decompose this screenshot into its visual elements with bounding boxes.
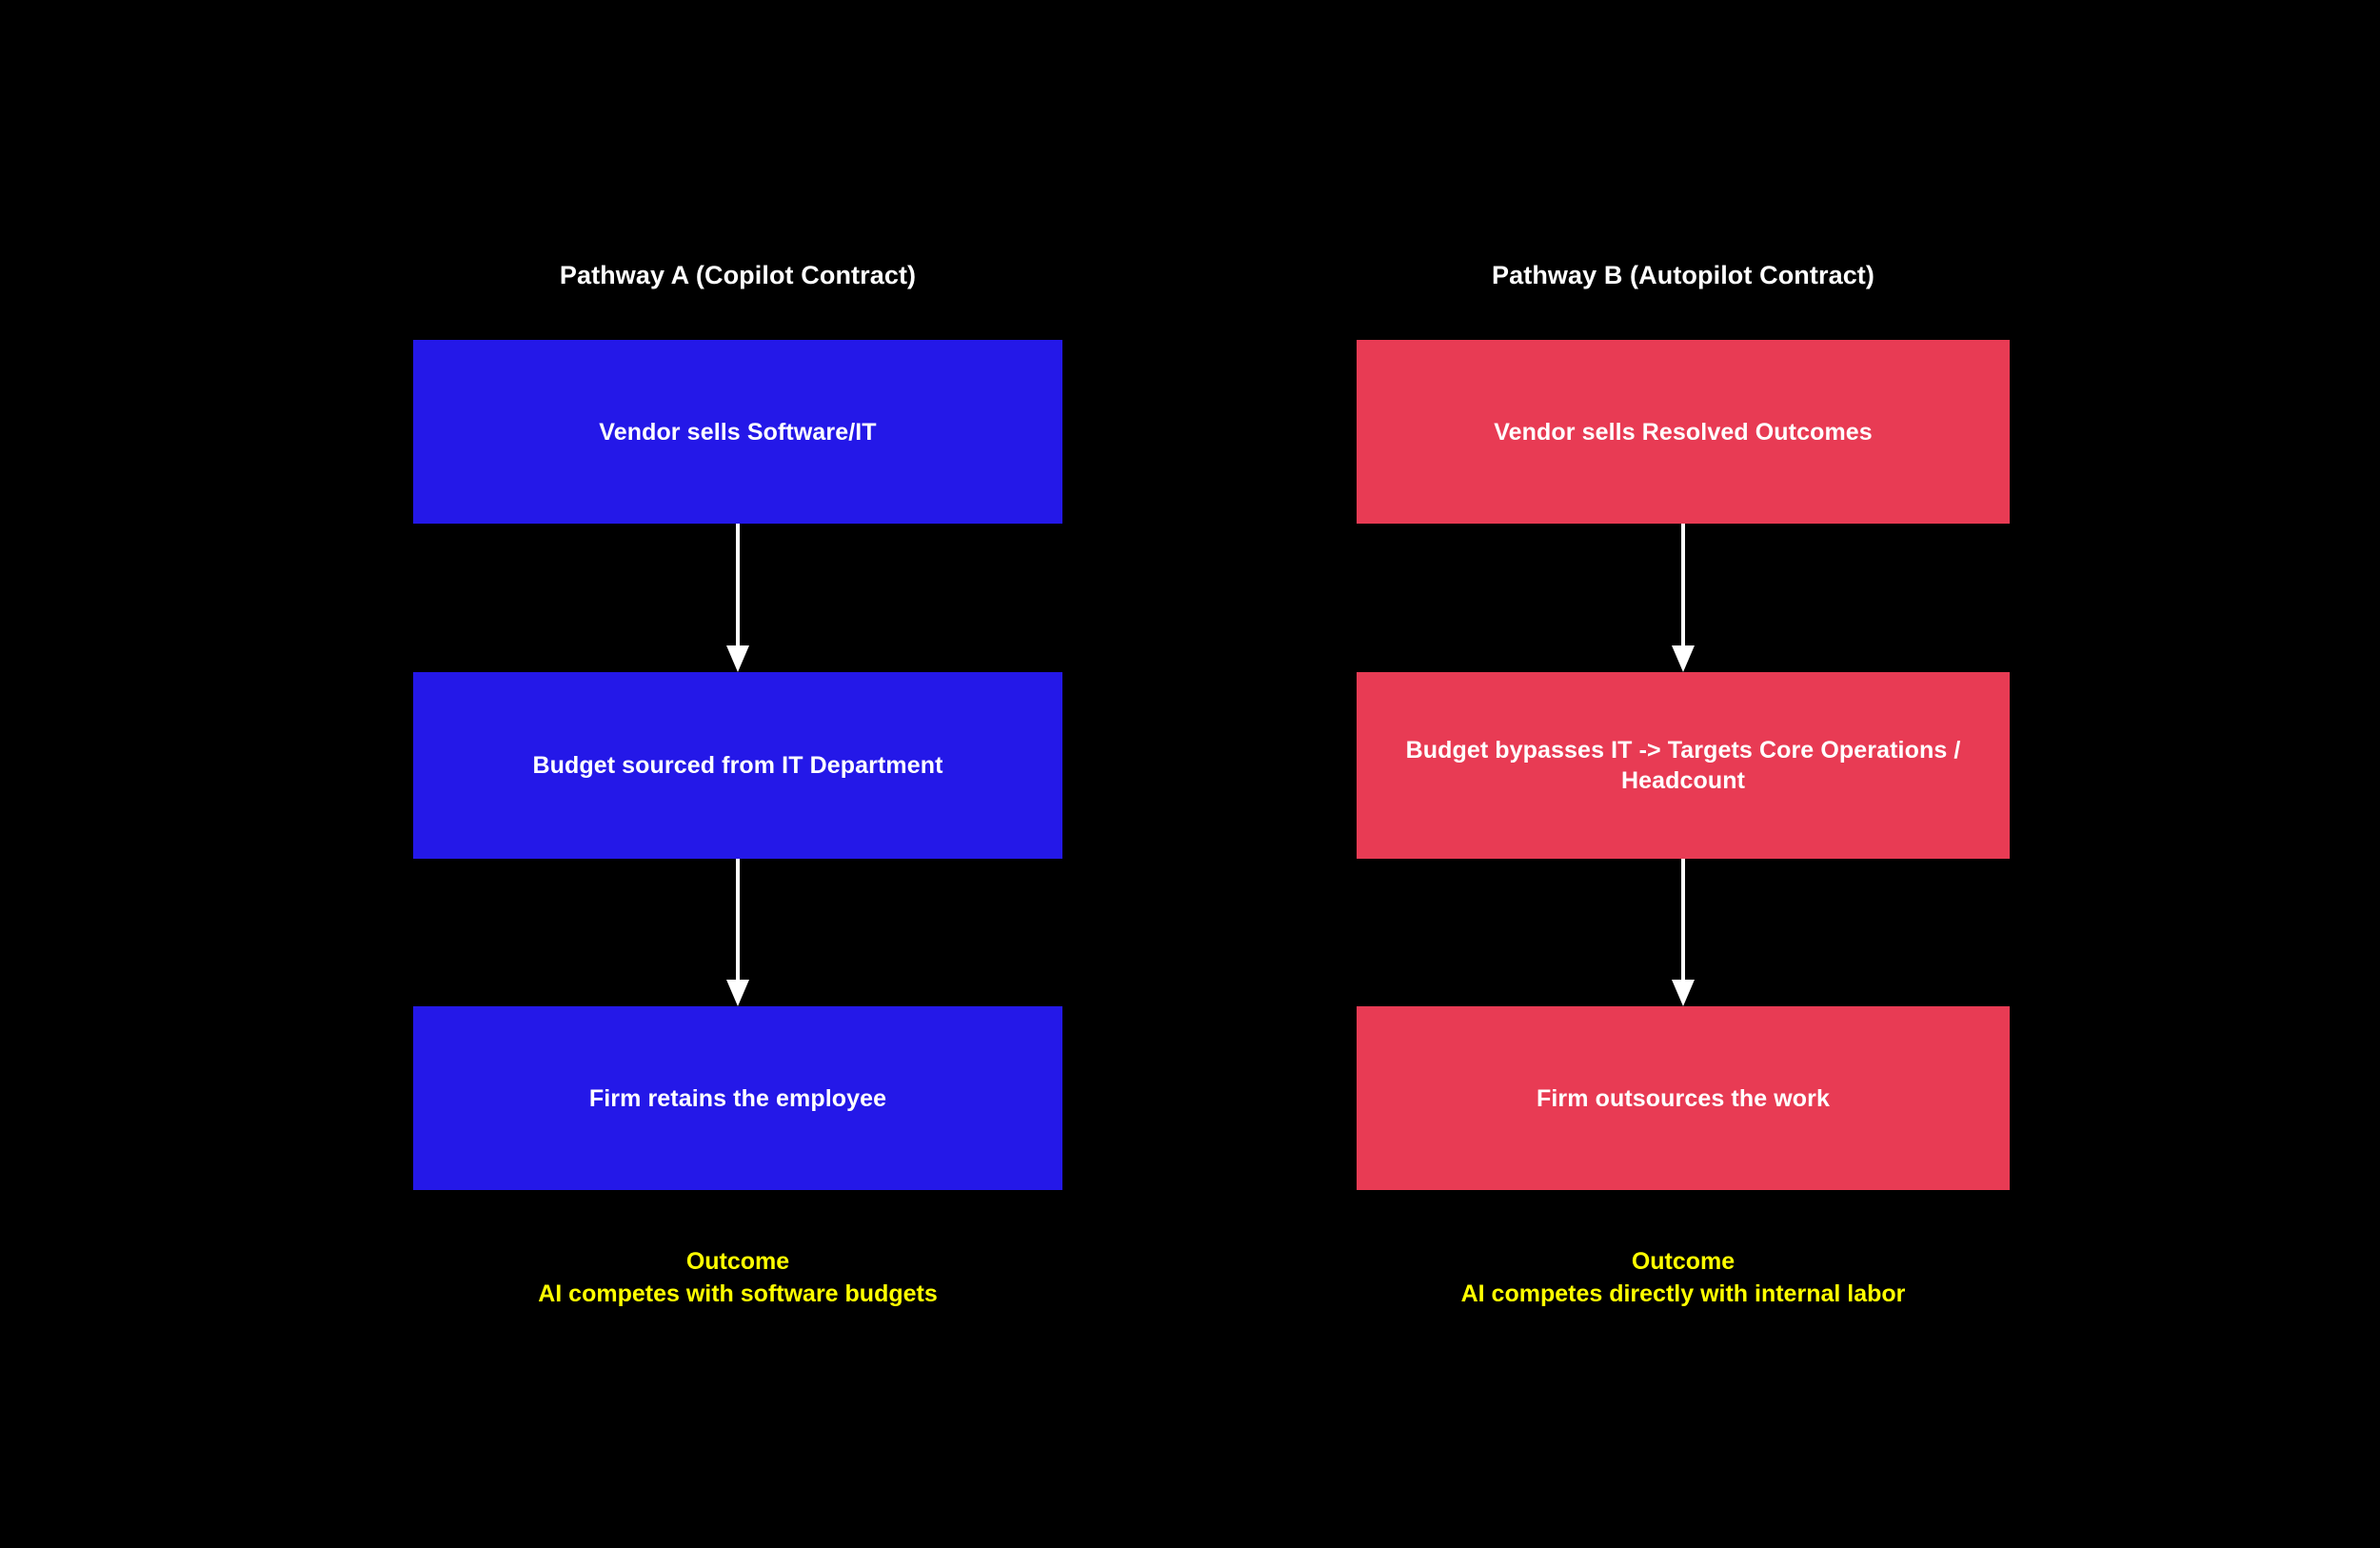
node-b-3[interactable]: Firm outsources the work <box>1357 1006 2010 1190</box>
outcome-pathway-b-detail: AI competes directly with internal labor <box>1460 1280 1906 1307</box>
outcome-pathway-a: Outcome AI competes with software budget… <box>413 1246 1062 1311</box>
connector-b-1-2 <box>1664 524 1702 672</box>
outcome-pathway-a-detail: AI competes with software budgets <box>538 1280 938 1307</box>
node-b-1-label: Vendor sells Resolved Outcomes <box>1494 418 1873 446</box>
outcome-pathway-b: Outcome AI competes directly with intern… <box>1357 1246 2010 1311</box>
connector-a-1-2 <box>719 524 757 672</box>
column-title-pathway-a: Pathway A (Copilot Contract) <box>559 261 917 289</box>
node-a-2[interactable]: Budget sourced from IT Department <box>413 672 1062 859</box>
node-a-1[interactable]: Vendor sells Software/IT <box>413 340 1062 524</box>
node-a-3[interactable]: Firm retains the employee <box>413 1006 1062 1190</box>
node-a-1-label: Vendor sells Software/IT <box>599 418 877 446</box>
node-b-2-label: Budget bypasses IT -> Targets Core Opera… <box>1405 737 1961 794</box>
node-a-2-label: Budget sourced from IT Department <box>532 752 943 779</box>
outcome-pathway-b-heading: Outcome <box>1631 1248 1735 1275</box>
node-b-2[interactable]: Budget bypasses IT -> Targets Core Opera… <box>1357 672 2010 859</box>
outcome-pathway-a-heading: Outcome <box>685 1248 790 1275</box>
node-b-3-label: Firm outsources the work <box>1536 1084 1830 1112</box>
connector-a-2-3 <box>719 859 757 1006</box>
node-a-3-label: Firm retains the employee <box>588 1084 887 1112</box>
column-title-pathway-b: Pathway B (Autopilot Contract) <box>1492 261 1874 289</box>
node-b-1[interactable]: Vendor sells Resolved Outcomes <box>1357 340 2010 524</box>
connector-b-2-3 <box>1664 859 1702 1006</box>
